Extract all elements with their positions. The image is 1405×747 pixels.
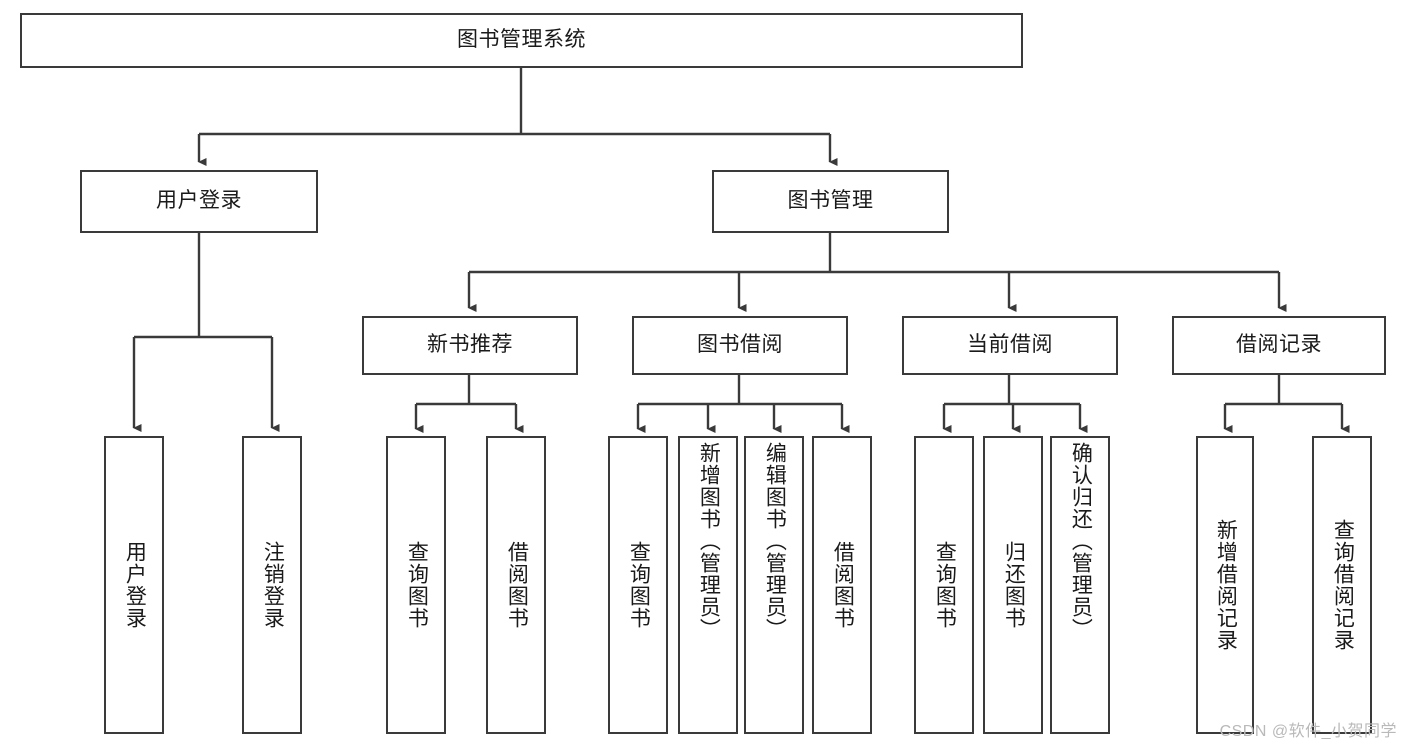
watermark-text: CSDN @软件_小贺同学: [1219, 723, 1397, 740]
node-leaf-logout-label: 注销登录: [261, 541, 285, 629]
node-new-book-recommend-label: 新书推荐: [427, 333, 513, 357]
node-leaf-query-book-2[interactable]: 查询图书: [608, 436, 668, 734]
node-borrow-records-label: 借阅记录: [1236, 333, 1322, 357]
node-borrow-records[interactable]: 借阅记录: [1172, 316, 1386, 375]
node-book-borrow-label: 图书借阅: [697, 333, 783, 357]
node-user-login[interactable]: 用户登录: [80, 170, 318, 233]
node-leaf-query-record-label: 查询借阅记录: [1331, 519, 1355, 651]
node-leaf-user-login-label: 用户登录: [123, 541, 147, 629]
node-leaf-query-book-1-label: 查询图书: [405, 541, 429, 629]
node-leaf-edit-book-label: 编辑图书（管理员）: [763, 442, 787, 640]
node-root-label: 图书管理系统: [457, 28, 586, 52]
node-leaf-query-record[interactable]: 查询借阅记录: [1312, 436, 1372, 734]
node-leaf-query-book-2-label: 查询图书: [627, 541, 651, 629]
node-leaf-add-book[interactable]: 新增图书（管理员）: [678, 436, 738, 734]
node-leaf-edit-book[interactable]: 编辑图书（管理员）: [744, 436, 804, 734]
node-leaf-logout[interactable]: 注销登录: [242, 436, 302, 734]
node-leaf-add-record[interactable]: 新增借阅记录: [1196, 436, 1254, 734]
node-leaf-borrow-book-1[interactable]: 借阅图书: [486, 436, 546, 734]
node-leaf-confirm-return-label: 确认归还（管理员）: [1069, 442, 1093, 640]
node-book-management-label: 图书管理: [787, 189, 874, 213]
node-leaf-return-book[interactable]: 归还图书: [983, 436, 1043, 734]
node-user-login-label: 用户登录: [156, 189, 242, 213]
node-leaf-confirm-return[interactable]: 确认归还（管理员）: [1050, 436, 1110, 734]
node-leaf-query-book-3[interactable]: 查询图书: [914, 436, 974, 734]
node-current-borrow[interactable]: 当前借阅: [902, 316, 1118, 375]
node-book-borrow[interactable]: 图书借阅: [632, 316, 848, 375]
node-leaf-add-book-label: 新增图书（管理员）: [697, 442, 721, 640]
node-leaf-borrow-book-1-label: 借阅图书: [505, 541, 529, 629]
node-leaf-return-book-label: 归还图书: [1002, 541, 1026, 629]
node-leaf-user-login[interactable]: 用户登录: [104, 436, 164, 734]
node-new-book-recommend[interactable]: 新书推荐: [362, 316, 578, 375]
node-root[interactable]: 图书管理系统: [20, 13, 1023, 68]
node-leaf-borrow-book-2-label: 借阅图书: [831, 541, 855, 629]
node-book-management[interactable]: 图书管理: [712, 170, 949, 233]
node-leaf-add-record-label: 新增借阅记录: [1214, 519, 1238, 651]
node-leaf-query-book-1[interactable]: 查询图书: [386, 436, 446, 734]
node-leaf-query-book-3-label: 查询图书: [933, 541, 957, 629]
node-current-borrow-label: 当前借阅: [967, 333, 1053, 357]
node-leaf-borrow-book-2[interactable]: 借阅图书: [812, 436, 872, 734]
